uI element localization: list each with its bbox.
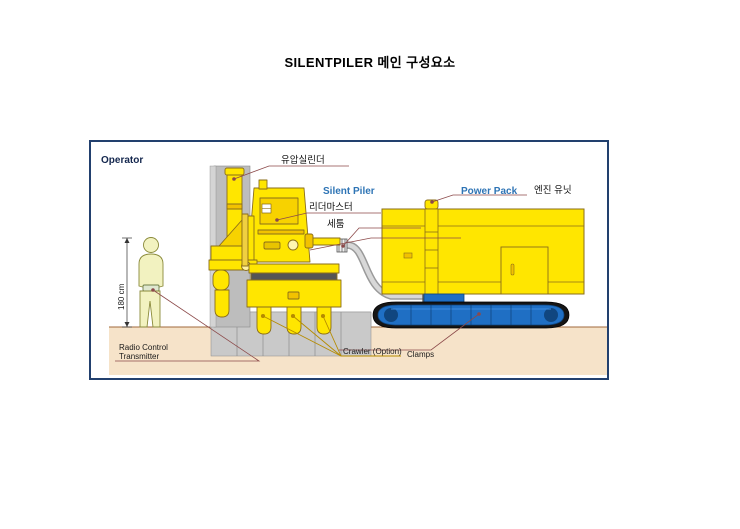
silentpiler-diagram (109, 165, 607, 375)
label-radio-control-transmitter-line1: Radio Control (119, 343, 168, 352)
label-power-pack: Power Pack (461, 186, 518, 197)
label-height-dimension: 180 cm (117, 283, 126, 310)
hydraulic-cylinder-part (224, 167, 245, 241)
label-crawler-option: Crawler (Option) (343, 347, 402, 356)
label-radio-control-transmitter-line2: Transmitter (119, 352, 160, 361)
leader-master-part (247, 179, 311, 263)
piler-arm (208, 213, 258, 291)
reaction-clamp (214, 289, 230, 318)
label-engine-unit: 엔진 유닛 (534, 185, 572, 196)
label-silent-piler: Silent Piler (323, 186, 375, 197)
label-operator: Operator (101, 155, 144, 166)
label-leader-master: 리더마스터 (309, 202, 353, 213)
crawler-track (372, 301, 570, 329)
piler-clamps (256, 306, 332, 335)
clamp-leader-lines (260, 313, 401, 357)
radio-control-unit (142, 284, 160, 292)
piler-chassis (246, 263, 342, 308)
diagram-frame: Operator 유압실린더 Silent Piler 리더마스터 세툼 Pow… (89, 140, 609, 380)
height-dimension-arrow (122, 237, 132, 328)
piler-side-arm (309, 237, 341, 246)
callout-leader-lines (115, 165, 527, 362)
power-pack-unit (381, 199, 585, 303)
label-chuck: 세툼 (327, 219, 345, 230)
operator-figure (138, 237, 164, 328)
silent-piler-machine (208, 167, 342, 335)
label-clamps: Clamps (407, 350, 435, 359)
page-title: SILENTPILER 메인 구성요소 (284, 55, 456, 70)
label-hydraulic-cylinder: 유압실린더 (281, 155, 325, 166)
